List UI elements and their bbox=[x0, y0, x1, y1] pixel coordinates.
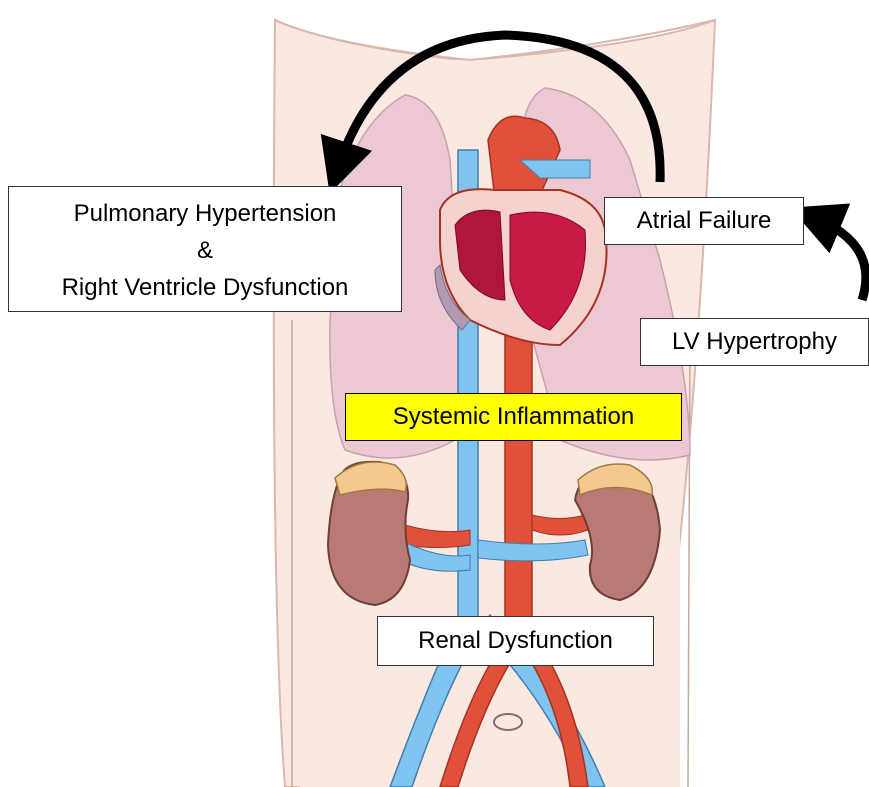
renal-dysfunction-label: Renal Dysfunction bbox=[377, 616, 654, 666]
atrial-failure-label: Atrial Failure bbox=[604, 197, 804, 245]
lv-hypertrophy-label: LV Hypertrophy bbox=[640, 318, 869, 366]
arrow-lv-to-atrial bbox=[815, 218, 866, 300]
pulmonary-line-3: Right Ventricle Dysfunction bbox=[9, 269, 401, 306]
pulmonary-line-2: & bbox=[9, 232, 401, 269]
systemic-inflammation-label: Systemic Inflammation bbox=[345, 393, 682, 441]
pulmonary-line-1: Pulmonary Hypertension bbox=[9, 195, 401, 232]
pulmonary-hypertension-label: Pulmonary Hypertension & Right Ventricle… bbox=[8, 186, 402, 312]
